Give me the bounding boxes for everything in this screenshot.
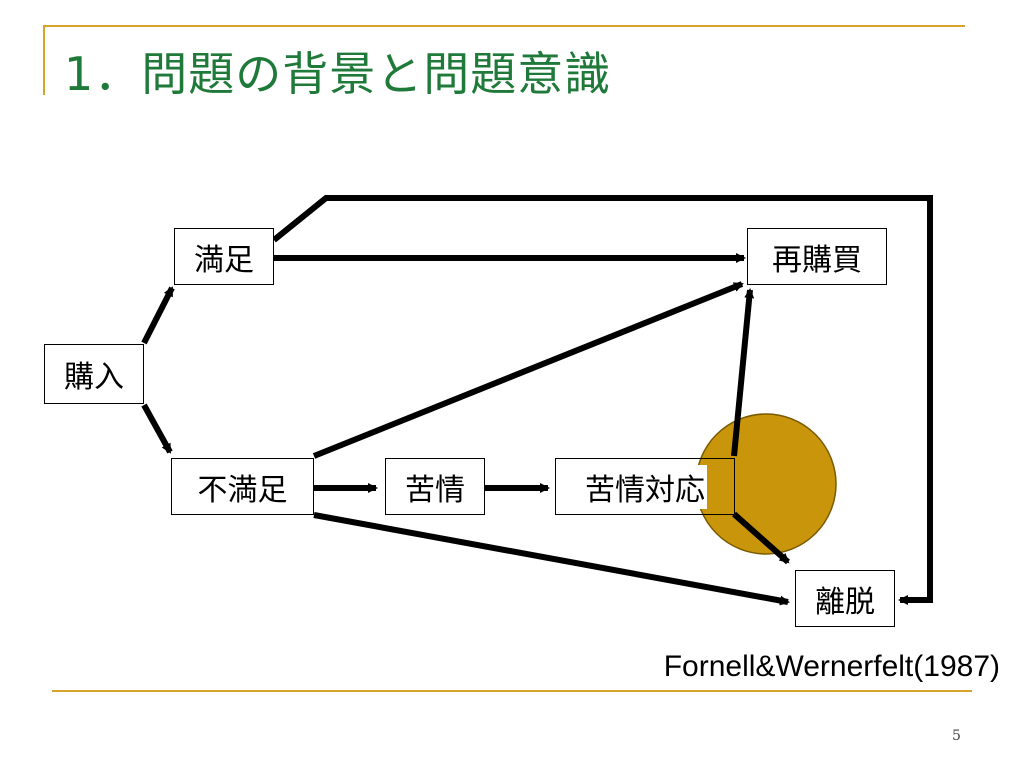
node-dissatisfaction: 不満足 <box>171 458 314 515</box>
arrow-handling-to-repurchase <box>731 288 755 457</box>
arrow-dissatisfaction-to-exit <box>313 512 790 606</box>
node-repurchase: 再購買 <box>747 228 887 285</box>
title-side-rule <box>43 25 45 95</box>
citation: Fornell&Wernerfelt(1987) <box>663 650 1000 683</box>
title-top-rule <box>43 25 965 27</box>
slide-title: 1．問題の背景と問題意識 <box>64 47 612 101</box>
node-satisfaction: 満足 <box>174 228 274 285</box>
arrow-satisfaction-to-exit <box>272 195 933 605</box>
node-purchase: 購入 <box>44 344 144 404</box>
node-complaint-handling-label: 苦情対応 <box>583 464 707 509</box>
arrow-purchase-to-satisfaction <box>141 286 175 345</box>
node-exit: 離脱 <box>795 570 895 627</box>
node-complaint-handling: 苦情対応 <box>555 458 735 515</box>
arrow-handling-to-exit <box>732 511 790 565</box>
footer-rule <box>52 690 972 692</box>
arrow-purchase-to-dissatisfaction <box>141 403 173 454</box>
page-number: 5 <box>952 728 961 744</box>
node-complaint: 苦情 <box>385 458 485 515</box>
arrow-dissatisfaction-to-repurchase <box>312 281 744 459</box>
